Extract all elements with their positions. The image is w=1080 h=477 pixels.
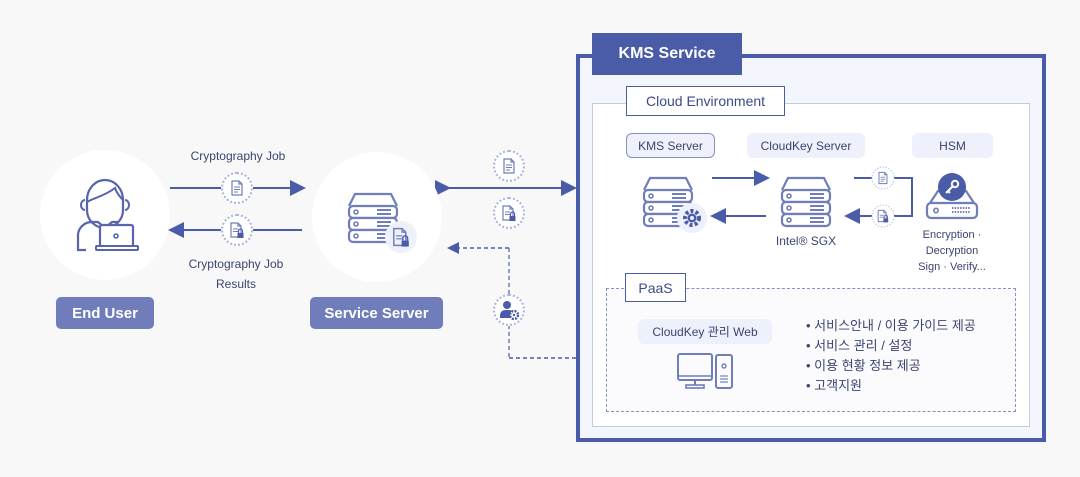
service-server-circle — [312, 152, 442, 282]
server-gear-icon — [642, 176, 707, 233]
response-label-line2: Results — [215, 277, 256, 291]
document-icon — [503, 158, 515, 174]
hsm-caption-line1: Encryption · — [922, 229, 982, 241]
server-locked-document-icon — [347, 192, 417, 253]
response-label-line1: Cryptography Job — [188, 257, 284, 271]
kms-server-label: KMS Server — [626, 133, 715, 158]
locked-document-icon — [230, 222, 245, 239]
end-user-circle — [40, 150, 170, 280]
paas-feature-item: 고객지원 — [806, 376, 976, 396]
hsm-caption-line2: Decryption — [925, 245, 979, 257]
mid-doc-badge — [493, 150, 525, 182]
paas-feature-item: 서비스안내 / 이용 가이드 제공 — [806, 316, 976, 336]
hsm-bracket — [894, 177, 913, 217]
request-label: Cryptography Job — [190, 149, 286, 163]
cloudkey-web-label: CloudKey 관리 Web — [638, 319, 772, 344]
document-icon — [231, 180, 243, 196]
cloudkey-server-label: CloudKey Server — [747, 133, 865, 158]
user-gear-icon — [500, 301, 520, 321]
response-doc-badge — [221, 214, 253, 246]
cloudkey-server-caption: Intel® SGX — [775, 234, 837, 248]
server-icon — [780, 176, 832, 228]
end-user-label: End User — [56, 297, 154, 329]
cloud-environment-title: Cloud Environment — [626, 86, 785, 116]
hsm-key-icon — [925, 173, 979, 220]
kms-service-title: KMS Service — [592, 33, 742, 75]
cloud-environment-graphics — [642, 166, 979, 233]
hsm-caption-line3: Sign · Verify... — [918, 261, 986, 273]
paas-feature-list: 서비스안내 / 이용 가이드 제공 서비스 관리 / 설정 이용 현황 정보 제… — [806, 316, 976, 396]
paas-title: PaaS — [625, 273, 686, 302]
user-laptop-icon — [76, 178, 139, 252]
paas-feature-item: 서비스 관리 / 설정 — [806, 336, 976, 356]
mid-locked-doc-badge — [493, 197, 525, 229]
admin-badge — [493, 294, 525, 326]
locked-document-icon — [502, 205, 517, 222]
paas-feature-item: 이용 현황 정보 제공 — [806, 356, 976, 376]
desktop-computer-icon — [677, 353, 733, 389]
hsm-label: HSM — [912, 133, 993, 158]
service-server-label: Service Server — [310, 297, 443, 329]
request-doc-badge — [221, 172, 253, 204]
